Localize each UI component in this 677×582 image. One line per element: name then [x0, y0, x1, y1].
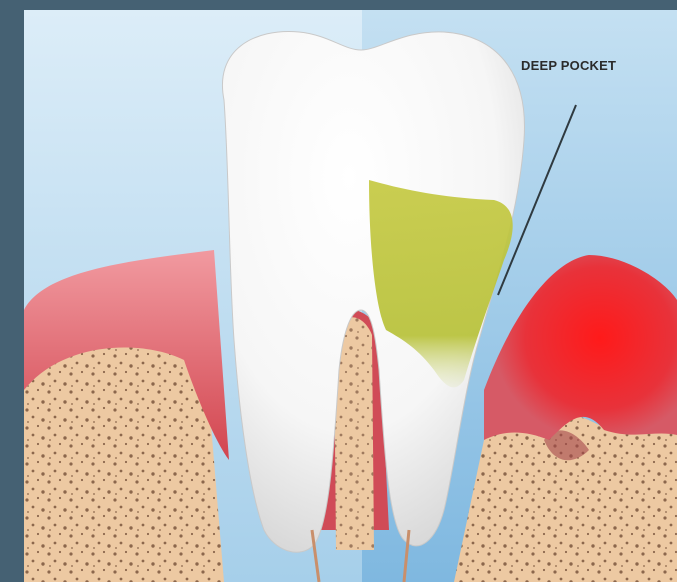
- dental-illustration: DEEP POCKET: [24, 10, 677, 582]
- deep-pocket-label: DEEP POCKET: [521, 58, 616, 73]
- periodontitis-diagram: [24, 10, 677, 582]
